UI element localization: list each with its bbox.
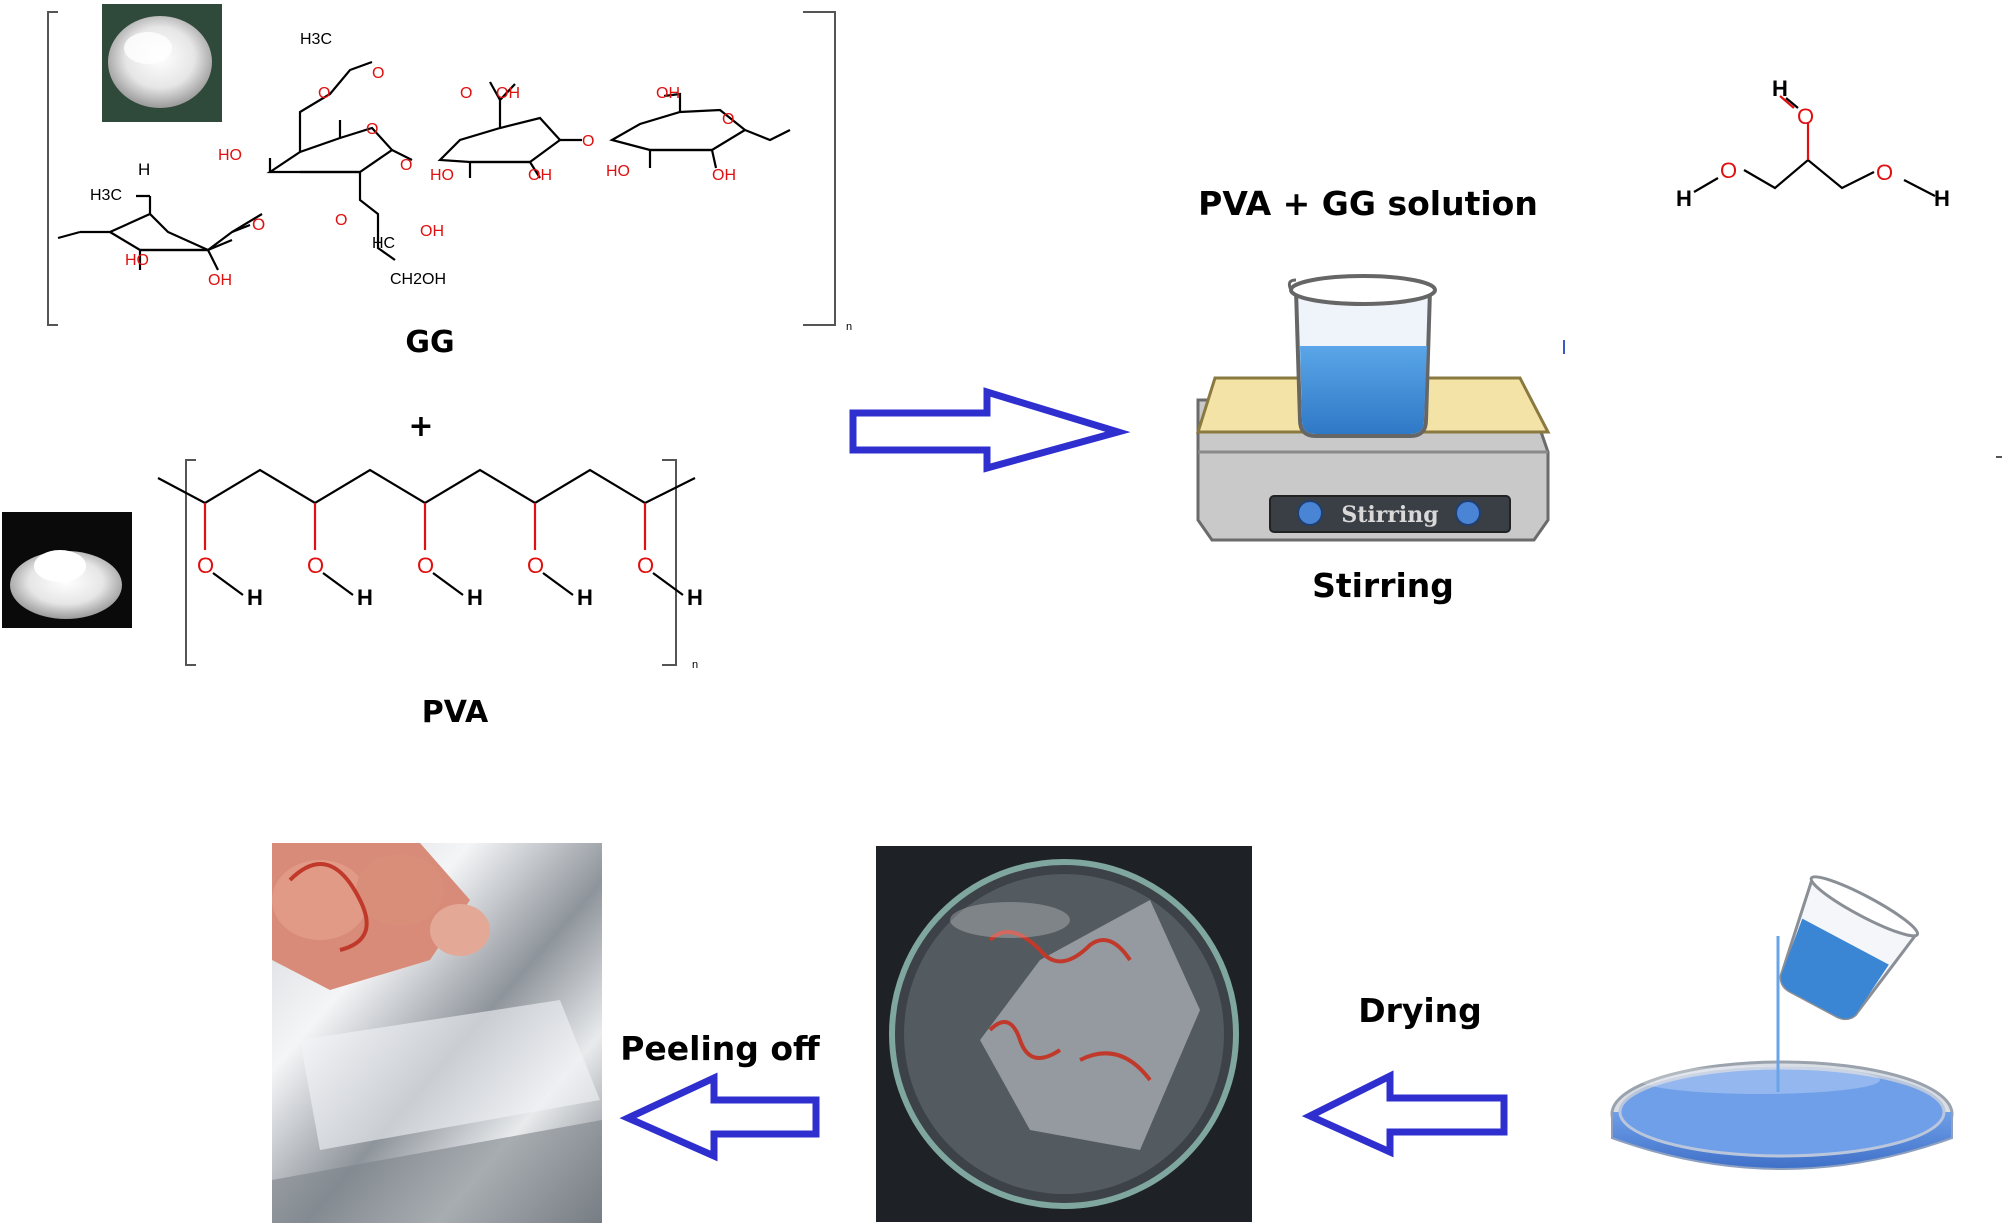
pva-o-4: O xyxy=(527,553,544,578)
gg-cooh-o: O xyxy=(460,85,472,102)
pva-o-5: O xyxy=(637,553,654,578)
pva-oh-bonds xyxy=(203,503,647,550)
gg-ring-ch3: H3C xyxy=(90,187,122,204)
solution-pouring-into-petri-dish-icon xyxy=(1610,875,1954,1170)
pva-h-4: H xyxy=(577,585,593,610)
gg-cooh-oh: OH xyxy=(496,85,520,102)
pva-right-bracket xyxy=(662,459,677,666)
gg-ester-o: O xyxy=(318,85,330,102)
gg-powder-photo xyxy=(102,4,222,122)
gg-oh-ring1: OH xyxy=(208,272,232,289)
gg-ch2oh: CH2OH xyxy=(390,271,446,288)
gg-ho-ring2: HO xyxy=(218,147,242,164)
glycerol-h-top: H xyxy=(1772,76,1788,101)
pva-o-1: O xyxy=(197,553,214,578)
glycerol-top-h-bond xyxy=(1785,97,1799,109)
gg-right-bracket xyxy=(803,11,836,326)
gg-ring-4: OH HO OH O xyxy=(606,85,791,184)
pva-h-labels: H H H H H xyxy=(247,585,703,610)
gg-label: GG xyxy=(405,325,454,360)
gg-ho-ring4: HO xyxy=(606,163,630,180)
pva-gg-solution-label: PVA + GG solution xyxy=(1198,184,1538,223)
stray-dash xyxy=(1996,456,2002,458)
arrow-drying xyxy=(1301,1070,1508,1158)
gg-o-link3: O xyxy=(582,133,594,150)
gg-ring4-o: O xyxy=(722,111,734,128)
gg-oh-ring4: OH xyxy=(712,167,736,184)
glycerol-h-right: H xyxy=(1934,186,1950,211)
gg-ring-2: H3C O O HO O O O HC OH CH2OH xyxy=(218,31,446,288)
gg-ring4-oh-top: OH xyxy=(656,85,680,102)
glycerol-h-left: H xyxy=(1676,186,1692,211)
gg-left-bracket xyxy=(47,11,58,326)
gg-ring-1: H H3C HO OH O xyxy=(57,160,265,289)
glycerol-o-left: O xyxy=(1720,158,1737,183)
stray-mark xyxy=(1563,340,1565,354)
dried-film-in-petri-dish-photo xyxy=(876,846,1252,1222)
pva-subscript-n: n xyxy=(692,659,698,671)
stirring-label: Stirring xyxy=(1312,566,1454,605)
gg-acetyl-ch3: H3C xyxy=(300,31,332,48)
pva-o-2: O xyxy=(307,553,324,578)
gg-oh-ring3: OH xyxy=(528,167,552,184)
glycerol-structure: H O O H O H xyxy=(1676,76,1950,211)
peeled-film-photo xyxy=(272,843,602,1223)
gg-ho-ring3: HO xyxy=(430,167,454,184)
pva-powder-photo xyxy=(2,512,132,628)
glycerol-oh-bond xyxy=(1779,95,1810,160)
peeling-off-label: Peeling off xyxy=(620,1029,821,1068)
gg-o-link2: O xyxy=(400,157,412,174)
arrow-peeling-off xyxy=(619,1072,820,1162)
pva-o-labels: O O O O O xyxy=(197,553,654,578)
gg-ring-3: O OH HO OH O xyxy=(430,81,594,184)
pva-backbone xyxy=(157,468,696,505)
gg-ring2-o: O xyxy=(366,121,378,138)
arrow-to-stirring xyxy=(849,387,1131,473)
gg-ho-ring1: HO xyxy=(125,252,149,269)
drying-label: Drying xyxy=(1358,991,1482,1030)
pva-left-bracket xyxy=(185,459,196,666)
pva-oh-h-bonds xyxy=(212,572,684,596)
plus-sign: + xyxy=(408,409,433,444)
pva-h-2: H xyxy=(357,585,373,610)
pva-h-5: H xyxy=(687,585,703,610)
pva-o-3: O xyxy=(417,553,434,578)
stirrer-panel-label: Stirring xyxy=(1341,502,1438,528)
gg-structure: n H H3C HO OH O H3C xyxy=(47,4,852,360)
pva-h-3: H xyxy=(467,585,483,610)
gg-glyceryl-oh: OH xyxy=(420,223,444,240)
gg-acetyl-o: O xyxy=(372,65,384,82)
glycerol-o-top: O xyxy=(1797,104,1814,129)
glycerol-o-right: O xyxy=(1876,160,1893,185)
gg-glyceryl-hc: HC xyxy=(372,235,395,252)
pva-h-1: H xyxy=(247,585,263,610)
gg-glyceryl-o: O xyxy=(335,212,347,229)
pva-structure: n O O O O O H H H H H PVA xyxy=(2,459,703,730)
beaker-on-magnetic-stirrer-icon: Stirring xyxy=(1195,274,1551,542)
pva-label: PVA xyxy=(422,695,489,730)
gg-subscript-n: n xyxy=(846,321,852,333)
gg-o-link1: O xyxy=(252,215,265,234)
gg-h-label: H xyxy=(138,160,150,179)
